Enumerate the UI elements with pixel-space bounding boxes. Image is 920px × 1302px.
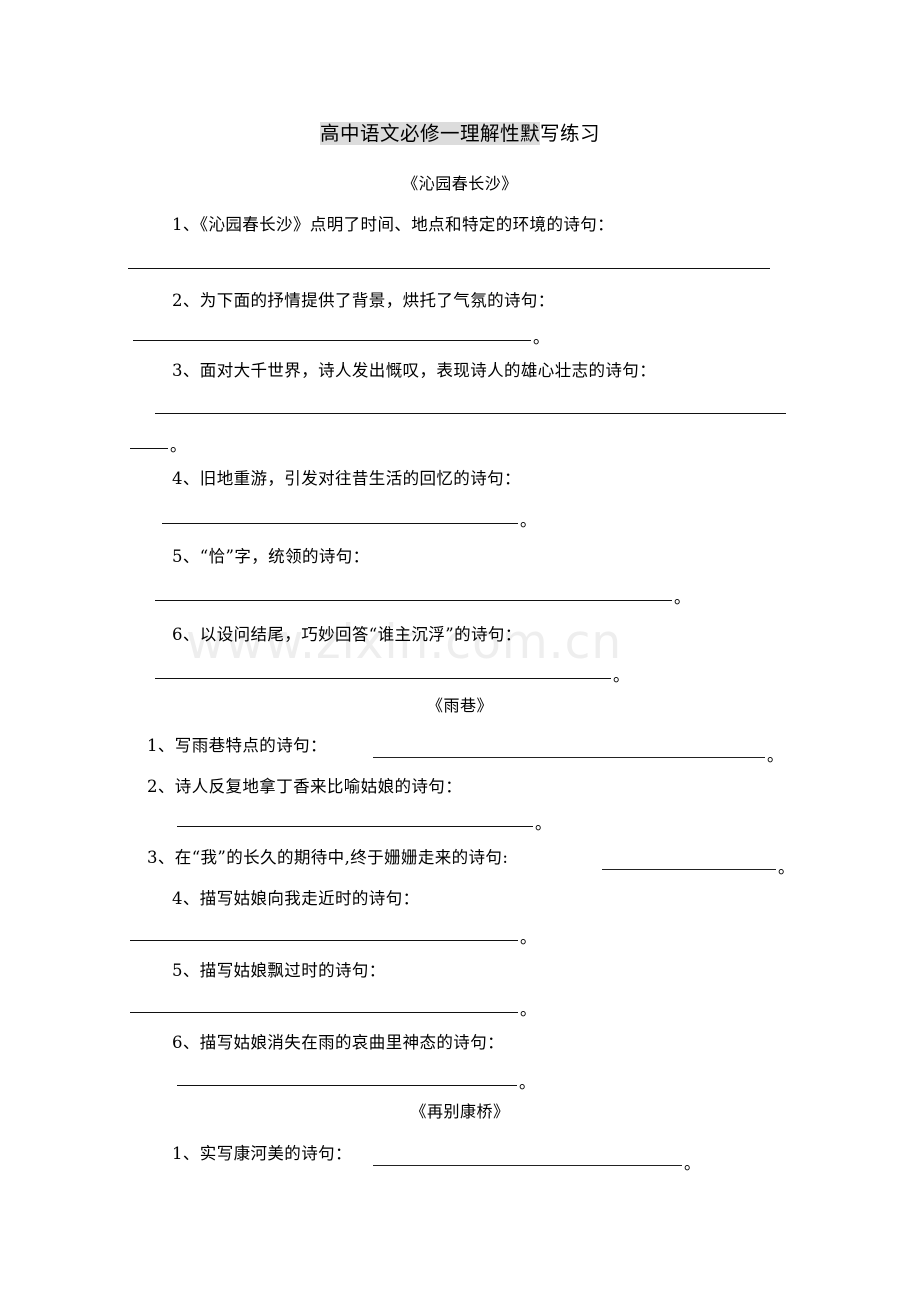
answer-blank-2-4[interactable] <box>130 940 518 941</box>
page-title-tail: 写练习 <box>540 122 601 145</box>
answer-blank-2-5[interactable] <box>130 1012 518 1013</box>
period-2-5: 。 <box>520 1000 537 1019</box>
period-3-1: 。 <box>684 1154 701 1173</box>
answer-blank-2-2[interactable] <box>177 826 533 827</box>
question-1-2-text: 2、为下面的抒情提供了背景，烘托了气氛的诗句： <box>172 291 555 310</box>
answer-blank-1-4[interactable] <box>162 523 518 524</box>
page-title: 高中语文必修一理解性默写练习 <box>0 120 920 148</box>
page-title-highlighted-part: 高中语文必修一理解性默 <box>319 122 540 145</box>
question-1-4-text: 4、旧地重游，引发对往昔生活的回忆的诗句： <box>172 469 521 488</box>
answer-blank-1-3b[interactable] <box>130 448 168 449</box>
question-1-1-text: 1、《沁园春长沙》点明了时间、地点和特定的环境的诗句： <box>172 215 615 234</box>
question-1-5-text: 5、“恰”字，统领的诗句： <box>172 547 370 566</box>
site-watermark: www.zixin.com.cn <box>186 615 623 670</box>
period-2-1: 。 <box>767 746 784 765</box>
question-1-6-text: 6、以设问结尾，巧妙回答“谁主沉浮”的诗句： <box>172 625 522 644</box>
period-2-2: 。 <box>535 814 552 833</box>
period-1-4: 。 <box>520 511 537 530</box>
answer-blank-1-1[interactable] <box>128 268 770 269</box>
answer-blank-2-1[interactable] <box>373 757 765 758</box>
period-1-5: 。 <box>674 588 691 607</box>
answer-blank-1-6[interactable] <box>155 678 611 679</box>
section-heading-yuxiang: 《雨巷》 <box>426 696 493 715</box>
answer-blank-1-3a[interactable] <box>155 413 786 414</box>
answer-blank-2-6[interactable] <box>177 1085 517 1086</box>
answer-blank-1-5[interactable] <box>155 600 672 601</box>
question-2-1-text: 1、写雨巷特点的诗句： <box>147 736 327 755</box>
period-2-3: 。 <box>778 858 795 877</box>
section-heading-zaibiekangqiao: 《再别康桥》 <box>410 1102 510 1121</box>
section-heading-qinyuanchun: 《沁园春长沙》 <box>402 174 518 193</box>
period-2-6: 。 <box>519 1073 536 1092</box>
question-2-4-text: 4、描写姑娘向我走近时的诗句： <box>172 889 420 908</box>
period-1-2: 。 <box>533 328 550 347</box>
answer-blank-2-3[interactable] <box>602 869 776 870</box>
period-1-3: 。 <box>170 436 187 455</box>
answer-blank-3-1[interactable] <box>373 1165 682 1166</box>
period-1-6: 。 <box>613 666 630 685</box>
question-1-3-text: 3、面对大千世界，诗人发出慨叹，表现诗人的雄心壮志的诗句： <box>172 361 657 380</box>
question-2-6-text: 6、描写姑娘消失在雨的哀曲里神态的诗句： <box>172 1033 504 1052</box>
question-2-5-text: 5、描写姑娘飘过时的诗句： <box>172 961 386 980</box>
question-2-2-text: 2、诗人反复地拿丁香来比喻姑娘的诗句： <box>147 777 463 796</box>
period-2-4: 。 <box>520 928 537 947</box>
question-2-3-text: 3、在“我”的长久的期待中,终于姗姗走来的诗句: <box>147 848 509 867</box>
question-3-1-text: 1、实写康河美的诗句： <box>172 1144 352 1163</box>
answer-blank-1-2[interactable] <box>133 340 531 341</box>
